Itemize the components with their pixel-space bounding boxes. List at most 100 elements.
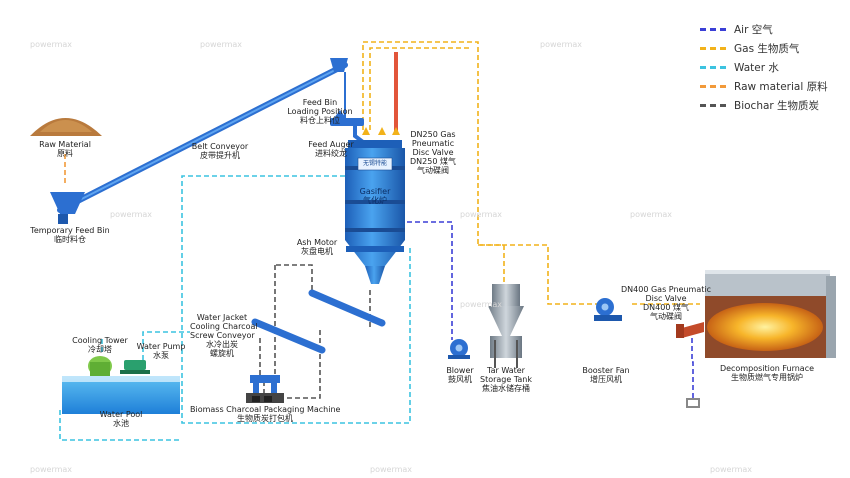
water-jacket-conveyor-label: Water Jacket Cooling Charcoal Screw Conv…	[190, 313, 258, 358]
label-en: Booster Fan	[582, 366, 630, 375]
legend-item-air: Air 空气	[700, 20, 845, 39]
label-zh: 螺旋机	[210, 349, 234, 358]
label-zh: 鼓风机	[448, 375, 472, 384]
cooling-tower	[88, 356, 112, 376]
tar-water-tank-label: Tar Water Storage Tank 焦油水储存桶	[478, 366, 534, 393]
label-en: Ash Motor	[296, 238, 338, 247]
label-en: Pneumatic	[411, 139, 455, 148]
legend-swatch	[700, 47, 726, 50]
exhaust-pipe	[394, 52, 398, 134]
gasifier-nameplate: 无锡特能	[362, 160, 387, 167]
watermark: powermax	[460, 300, 503, 309]
label-zh: 冷却塔	[88, 345, 112, 354]
watermark: powermax	[460, 210, 503, 219]
blower-equipment	[448, 339, 470, 359]
label-en: Gasifier	[359, 187, 391, 196]
label-en: Screw Conveyor	[190, 331, 255, 340]
label-zh: DN250 煤气	[410, 157, 456, 166]
label-zh: 原料	[57, 149, 73, 158]
water-pump-label: Water Pump 水泵	[136, 342, 186, 360]
belt-conveyor	[57, 58, 348, 213]
legend-label: Raw material 原料	[734, 81, 828, 93]
watermark: powermax	[370, 465, 413, 474]
gasifier	[345, 127, 405, 284]
legend-label: Biochar 生物质炭	[734, 100, 820, 112]
legend-item-water: Water 水	[700, 58, 845, 77]
label-en: Raw Material	[39, 140, 91, 149]
label-zh: 皮带提升机	[200, 151, 240, 160]
gas-lines	[362, 41, 700, 305]
cooling-tower-label: Cooling Tower 冷却塔	[70, 336, 130, 354]
label-zh: 气动碟阀	[650, 312, 682, 321]
watermark: powermax	[710, 465, 753, 474]
label-en: Decomposition Furnace	[719, 364, 815, 373]
label-en: Cooling Charcoal	[190, 322, 258, 331]
label-en: Disc Valve	[412, 148, 454, 157]
label-zh: 生物质炭打包机	[237, 414, 293, 423]
legend-swatch	[700, 85, 726, 88]
decomposition-furnace	[705, 270, 836, 358]
water-loop-main	[181, 175, 411, 424]
label-zh: 进料绞龙	[315, 149, 347, 158]
legend-item-raw-material: Raw material 原料	[700, 77, 845, 96]
packaging-machine	[246, 375, 284, 403]
gas-line-to-booster-fan	[478, 244, 600, 305]
label-zh: DN400 煤气	[643, 303, 689, 312]
gas-line-to-tar-tank	[362, 41, 505, 290]
label-en: Feed Auger	[308, 140, 354, 149]
legend-item-gas: Gas 生物质气	[700, 39, 845, 58]
label-en: Water Pool	[99, 410, 143, 419]
booster-fan-equipment	[594, 298, 622, 321]
legend: Air 空气 Gas 生物质气 Water 水 Raw material 原料 …	[700, 20, 845, 115]
belt-conveyor-label: Belt Conveyor 皮带提升机	[185, 142, 255, 160]
decomposition-furnace-label: Decomposition Furnace 生物质燃气专用锅炉	[712, 364, 822, 382]
label-en: DN250 Gas	[410, 130, 456, 139]
legend-label: Gas 生物质气	[734, 43, 800, 55]
label-en: Loading Position	[287, 107, 353, 116]
gasifier-label: Gasifier 气化炉	[350, 187, 400, 205]
label-en: Belt Conveyor	[191, 142, 249, 151]
label-zh: 气化炉	[363, 196, 387, 205]
label-en: Storage Tank	[479, 375, 532, 384]
label-zh: 水泵	[153, 351, 169, 360]
label-en: Feed Bin	[302, 98, 338, 107]
water-lines	[59, 175, 411, 441]
watermark: powermax	[30, 40, 73, 49]
blower-label: Blower 鼓风机	[440, 366, 480, 384]
dn400-valve-label: DN400 Gas Pneumatic Disc Valve DN400 煤气 …	[618, 285, 714, 321]
label-zh: 焦油水储存桶	[482, 384, 530, 393]
label-en: DN400 Gas Pneumatic	[621, 285, 711, 294]
label-zh: 增压风机	[590, 375, 622, 384]
label-zh: 生物质燃气专用锅炉	[731, 373, 803, 382]
label-en: Blower	[446, 366, 474, 375]
screw-conveyors	[251, 289, 386, 354]
air-line-furnace	[691, 336, 694, 398]
tar-water-tank	[488, 284, 524, 368]
water-pool-label: Water Pool 水池	[96, 410, 146, 428]
legend-item-biochar: Biochar 生物质炭	[700, 96, 845, 115]
label-en: Water Pump	[136, 342, 186, 351]
water-pool	[62, 376, 180, 414]
water-pump	[120, 360, 150, 374]
ash-motor-label: Ash Motor 灰盘电机	[294, 238, 340, 256]
watermark: powermax	[630, 210, 673, 219]
label-en: Temporary Feed Bin	[30, 226, 110, 235]
label-zh: 料仓上料位	[300, 116, 340, 125]
label-en: Disc Valve	[645, 294, 687, 303]
water-return-pool	[59, 410, 180, 441]
label-zh: 灰盘电机	[301, 247, 333, 256]
temporary-feed-bin	[50, 192, 85, 224]
legend-label: Air 空气	[734, 24, 773, 36]
label-zh: 气动碟阀	[417, 166, 449, 175]
biochar-lines	[259, 264, 371, 399]
watermark: powermax	[540, 40, 583, 49]
packaging-machine-label: Biomass Charcoal Packaging Machine 生物质炭打…	[190, 405, 340, 423]
watermark: powermax	[110, 210, 153, 219]
legend-swatch	[700, 28, 726, 31]
temporary-feed-bin-label: Temporary Feed Bin 临时料仓	[20, 226, 120, 244]
label-zh: 水冷出炭	[206, 340, 238, 349]
watermark: powermax	[30, 465, 73, 474]
legend-swatch	[700, 104, 726, 107]
